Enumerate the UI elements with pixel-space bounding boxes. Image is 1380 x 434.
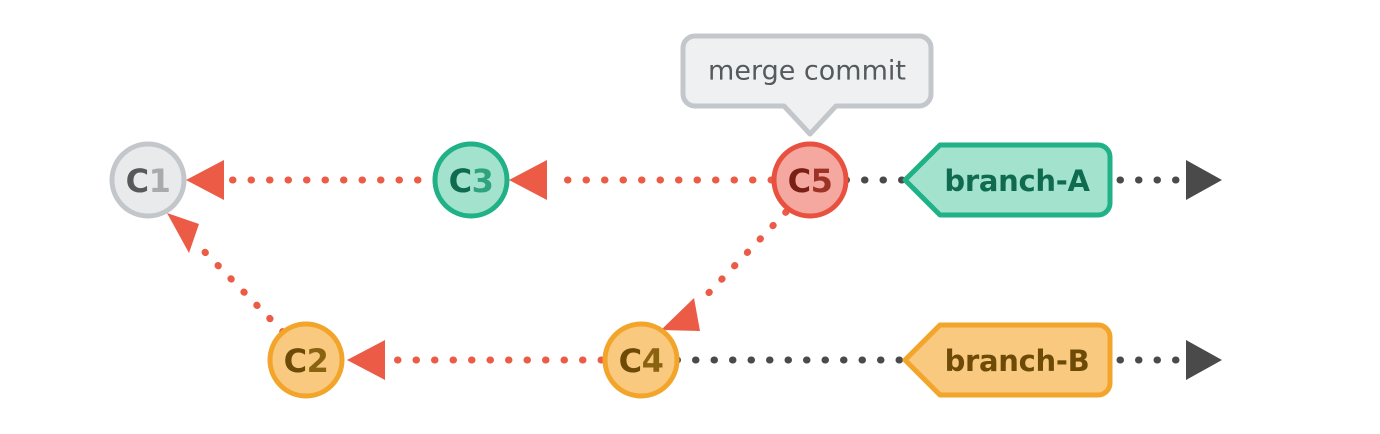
edge-c3-to-c1 <box>186 160 459 200</box>
commit-label-c2: C2 <box>284 342 329 380</box>
commit-label-c2-first: C <box>284 342 307 380</box>
commit-circle <box>267 321 345 399</box>
arrowhead-diagonal-down <box>661 298 700 331</box>
commit-label-c3-second: 3 <box>472 162 494 200</box>
commit-label-c4-second: 4 <box>642 342 664 380</box>
branch-tag-branch-b[interactable]: branch-B <box>902 322 1113 398</box>
commit-label-c1-first: C <box>126 162 149 200</box>
branch-a-label: branch-A <box>944 164 1090 198</box>
commit-circle <box>109 141 187 219</box>
branch-tag-branch-a[interactable]: branch-A <box>902 142 1113 218</box>
branch-b-shape <box>902 322 1113 398</box>
commit-label-c4: C4 <box>619 342 664 380</box>
commit-circle <box>432 141 510 219</box>
branch-a-shape <box>902 142 1113 218</box>
commit-node-c2[interactable]: C2 <box>267 321 345 399</box>
commit-label-c4-first: C <box>619 342 642 380</box>
commit-label-c3-first: C <box>449 162 472 200</box>
merge-commit-tooltip: merge commit <box>680 33 934 137</box>
commit-node-c5[interactable]: C5 <box>771 141 849 219</box>
edge-c5-to-c4 <box>661 208 790 331</box>
commit-circle <box>602 321 680 399</box>
arrowhead-left <box>347 340 385 380</box>
edge-c4-to-c2 <box>347 340 624 380</box>
commit-label-c5-second: 5 <box>811 162 833 200</box>
branch-b-label: branch-B <box>945 344 1090 378</box>
arrowhead-left <box>509 160 547 200</box>
commit-label-c1: C1 <box>126 162 171 200</box>
commit-label-c3: C3 <box>449 162 494 200</box>
commit-label-c2-second: 2 <box>307 342 329 380</box>
arrowhead-left <box>186 160 224 200</box>
head-arrow-top-icon <box>1186 160 1222 200</box>
tooltip-bubble <box>680 33 934 137</box>
commit-circle <box>771 141 849 219</box>
commit-node-c1[interactable]: C1 <box>109 141 187 219</box>
commit-label-c5: C5 <box>788 162 833 200</box>
commit-node-c3[interactable]: C3 <box>432 141 510 219</box>
commit-label-c5-first: C <box>788 162 811 200</box>
arrowhead-diagonal-up <box>167 213 199 253</box>
edge-c2-to-c1 <box>167 213 287 336</box>
edge-line <box>192 239 287 336</box>
head-arrow-bottom-icon <box>1186 340 1222 380</box>
commit-node-c4[interactable]: C4 <box>602 321 680 399</box>
edge-line <box>696 208 790 306</box>
commit-label-c1-second: 1 <box>149 162 171 200</box>
edge-c5-to-c3 <box>509 160 794 200</box>
tooltip-text: merge commit <box>708 56 906 87</box>
